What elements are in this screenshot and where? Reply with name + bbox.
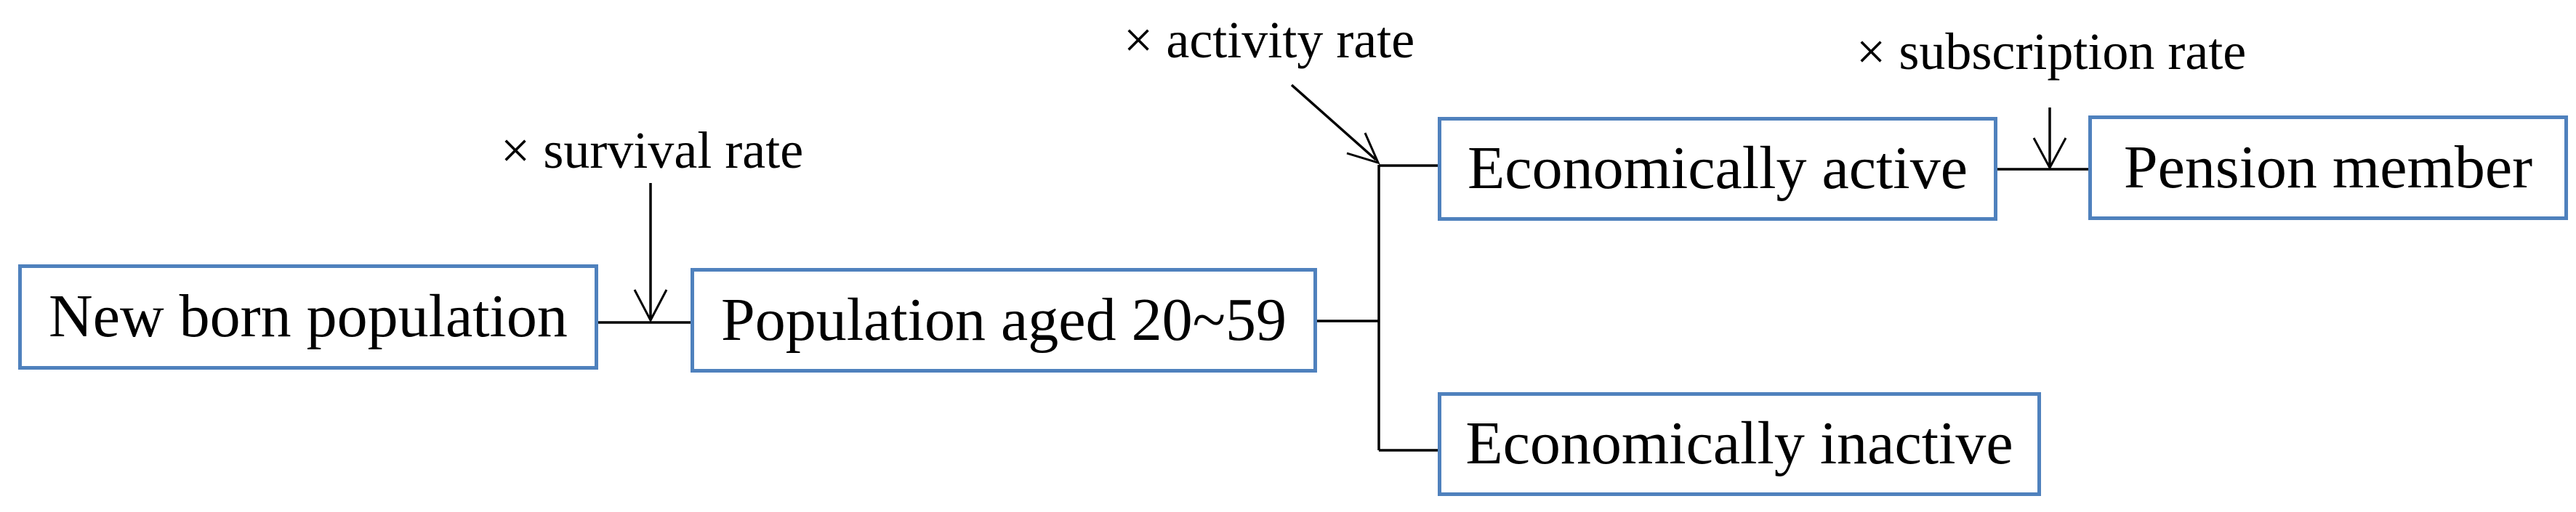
node-pension-member: Pension member [2088, 115, 2568, 220]
activity-arrow-shaft [1290, 84, 1377, 161]
node-economically-active: Economically active [1438, 117, 1997, 221]
node-pension-member-label: Pension member [2123, 133, 2533, 201]
subscription-arrow-head [2032, 137, 2067, 171]
node-economically-inactive: Economically inactive [1438, 392, 2041, 496]
activity-arrow-head [1346, 132, 1380, 165]
node-new-born-population: New born population [18, 264, 598, 370]
node-population-aged-20-59-label: Population aged 20~59 [720, 285, 1287, 354]
node-new-born-population-label: New born population [49, 283, 568, 351]
label-subscription-rate: × subscription rate [1856, 23, 2247, 81]
survival-arrow-head [633, 289, 668, 323]
node-population-aged-20-59: Population aged 20~59 [691, 268, 1317, 373]
node-economically-inactive-label: Economically inactive [1465, 410, 2013, 478]
label-activity-rate: × activity rate [1123, 11, 1415, 69]
node-economically-active-label: Economically active [1467, 134, 1968, 203]
label-survival-rate: × survival rate [500, 121, 804, 179]
